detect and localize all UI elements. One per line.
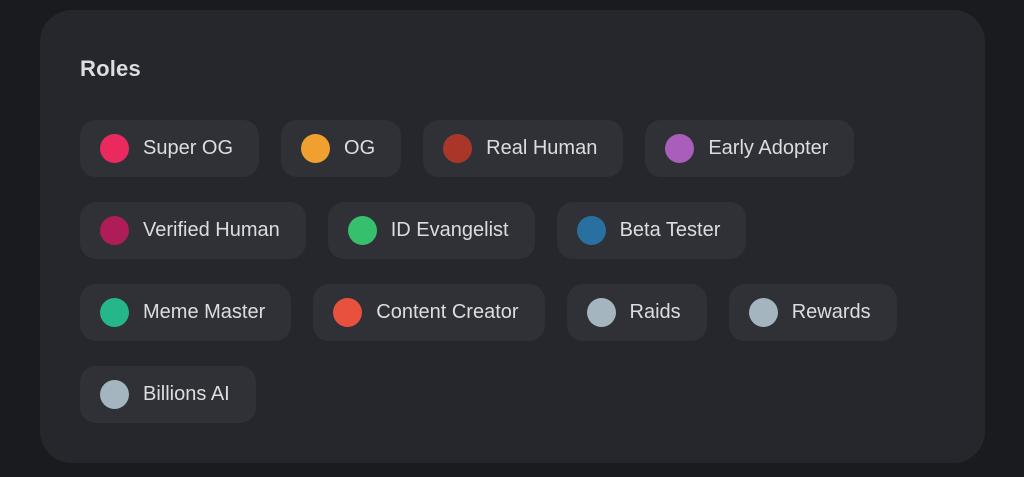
role-pill[interactable]: Meme Master xyxy=(80,284,292,341)
role-label: ID Evangelist xyxy=(390,219,509,241)
role-pill[interactable]: Early Adopter xyxy=(645,120,855,177)
roles-row: Billions AI xyxy=(80,366,945,423)
role-color-dot xyxy=(100,380,129,409)
role-label: Super OG xyxy=(143,137,234,159)
roles-row: Super OG OG Real Human Early Adopter xyxy=(80,120,945,177)
roles-panel-title: Roles xyxy=(80,56,141,81)
role-color-dot xyxy=(347,216,377,245)
role-label: Content Creator xyxy=(376,301,519,323)
role-color-dot xyxy=(100,298,129,327)
role-label: Meme Master xyxy=(143,301,266,323)
role-pill[interactable]: Content Creator xyxy=(313,284,545,341)
role-label: Early Adopter xyxy=(708,137,829,159)
role-color-dot xyxy=(443,134,473,163)
role-pill[interactable]: Real Human xyxy=(423,120,624,177)
role-color-dot xyxy=(576,216,606,245)
role-label: OG xyxy=(344,137,376,159)
role-color-dot xyxy=(665,134,695,163)
role-label: Real Human xyxy=(486,137,598,159)
role-color-dot xyxy=(586,298,616,327)
role-pill[interactable]: Verified Human xyxy=(80,202,306,259)
role-color-dot xyxy=(301,134,331,163)
roles-row: Verified Human ID Evangelist Beta Tester xyxy=(80,202,945,259)
role-color-dot xyxy=(100,134,129,163)
role-label: Verified Human xyxy=(143,219,280,241)
role-color-dot xyxy=(748,298,778,327)
role-color-dot xyxy=(100,216,129,245)
role-label: Raids xyxy=(629,301,681,323)
role-pill[interactable]: Super OG xyxy=(80,120,260,177)
role-label: Billions AI xyxy=(143,383,230,405)
role-pill[interactable]: Raids xyxy=(566,284,707,341)
role-label: Rewards xyxy=(791,301,871,323)
role-pill[interactable]: OG xyxy=(281,120,402,177)
role-pill[interactable]: Billions AI xyxy=(80,366,256,423)
roles-row: Meme Master Content Creator Raids Rewards xyxy=(80,284,945,341)
role-color-dot xyxy=(333,298,363,327)
role-pill[interactable]: Rewards xyxy=(728,284,897,341)
role-pill[interactable]: ID Evangelist xyxy=(327,202,535,259)
role-pill[interactable]: Beta Tester xyxy=(556,202,747,259)
role-label: Beta Tester xyxy=(619,219,721,241)
